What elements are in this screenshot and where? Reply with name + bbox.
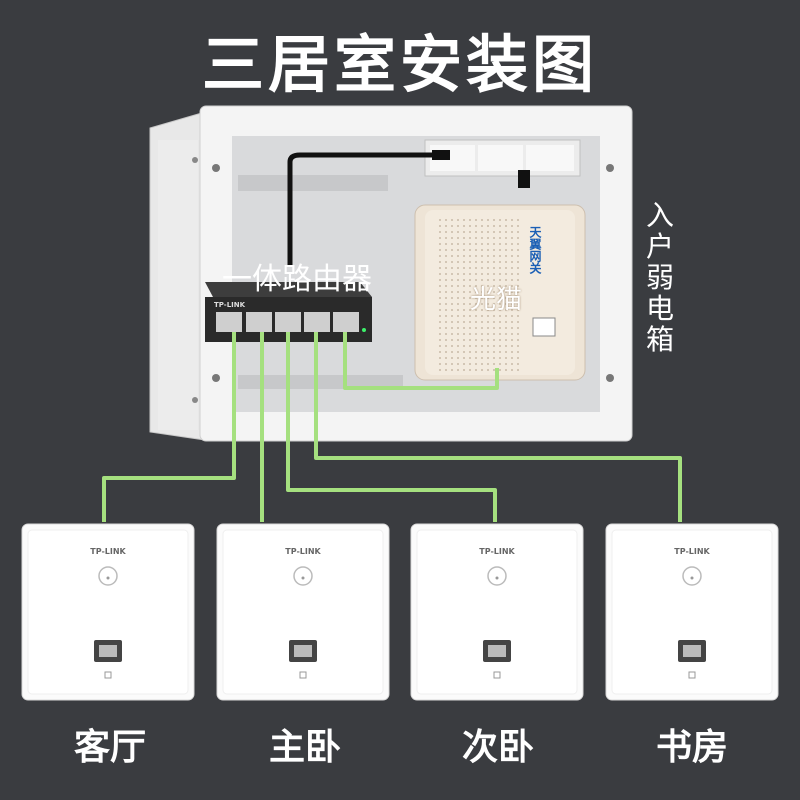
- network-cables: [102, 332, 682, 522]
- cable-study: [314, 332, 682, 522]
- room-label-master-bedroom: 主卧: [268, 727, 341, 768]
- modem-label: 光猫: [470, 285, 523, 315]
- room-label-living-room: 客厅: [73, 727, 146, 768]
- room-label-second-bedroom: 次卧: [461, 727, 534, 768]
- cable-living-room: [102, 332, 236, 522]
- wall-ap-second-bedroom: TP-LINK: [410, 523, 584, 701]
- optical-modem: [414, 204, 586, 381]
- panel-brand-living-room: TP-LINK: [90, 547, 126, 556]
- wall-ap-master-bedroom: TP-LINK: [216, 523, 390, 701]
- panel-brand-second-bedroom: TP-LINK: [479, 547, 515, 556]
- router-port-5: [333, 312, 359, 332]
- wall-ap-study: TP-LINK: [605, 523, 779, 701]
- router-brand: TP-LINK: [214, 301, 246, 309]
- power-cable: [287, 152, 432, 265]
- cable-second-bedroom: [286, 332, 497, 522]
- panel-brand-master-bedroom: TP-LINK: [285, 547, 321, 556]
- router-port-1: [216, 312, 242, 332]
- router-port-2: [246, 312, 272, 332]
- box-label: 入户弱电箱: [645, 199, 674, 356]
- box-door: [149, 111, 206, 441]
- modem-brand: 天翼网关: [528, 226, 542, 274]
- power-socket-strip: [424, 139, 581, 188]
- router-port-3: [275, 312, 301, 332]
- room-label-study: 书房: [655, 727, 728, 768]
- page-title: 三居室安装图: [201, 28, 598, 101]
- router-label: 一体路由器: [222, 262, 372, 297]
- panel-brand-study: TP-LINK: [674, 547, 710, 556]
- cable-modem: [343, 332, 499, 390]
- router-port-4: [304, 312, 330, 332]
- wall-ap-living-room: TP-LINK: [21, 523, 195, 701]
